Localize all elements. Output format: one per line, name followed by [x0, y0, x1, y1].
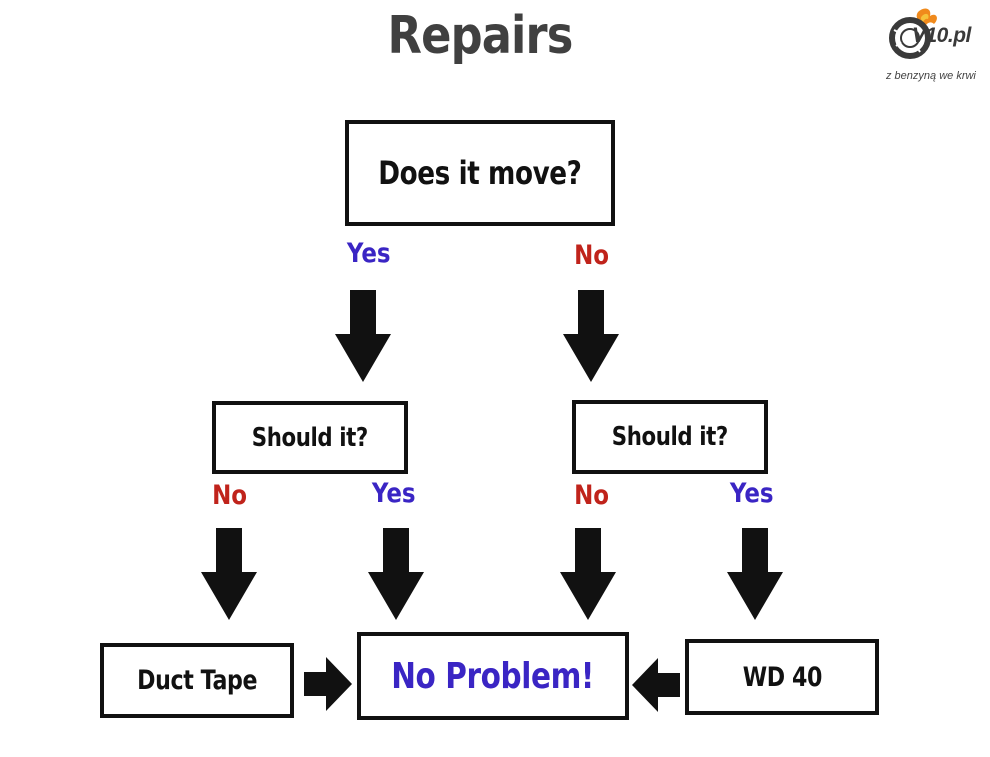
edge-label-left-no: No — [212, 480, 248, 511]
node-does-it-move: Does it move? — [345, 120, 615, 226]
arrow-root-no — [563, 290, 619, 382]
tire-flame-icon — [889, 8, 937, 59]
node-duct-tape: Duct Tape — [100, 643, 294, 718]
edge-label-root-yes: Yes — [346, 238, 391, 269]
arrow-right-no — [560, 528, 616, 620]
node-should-it-left-label: Should it? — [251, 422, 369, 453]
node-wd40-label: WD 40 — [742, 661, 822, 693]
logo-wordmark: V10.pl — [912, 24, 971, 47]
edge-label-right-no: No — [574, 480, 610, 511]
node-should-it-left: Should it? — [212, 401, 408, 474]
node-does-it-move-label: Does it move? — [378, 154, 582, 192]
node-should-it-right: Should it? — [572, 400, 768, 474]
node-should-it-right-label: Should it? — [611, 422, 729, 452]
edge-label-right-yes: Yes — [729, 478, 774, 509]
node-wd40: WD 40 — [685, 639, 879, 715]
arrow-left-yes — [368, 528, 424, 620]
edge-label-root-no: No — [574, 240, 610, 271]
edge-label-left-yes: Yes — [371, 478, 416, 509]
arrow-duct-tape-to-no-problem — [304, 657, 352, 711]
node-no-problem-label: No Problem! — [391, 655, 595, 697]
diagram-title: Repairs — [387, 6, 574, 66]
logo-tagline: z benzyną we krwi — [886, 70, 976, 82]
node-duct-tape-label: Duct Tape — [137, 665, 257, 696]
arrow-wd40-to-no-problem — [632, 658, 680, 712]
arrow-left-no — [201, 528, 257, 620]
arrow-right-yes — [727, 528, 783, 620]
arrow-root-yes — [335, 290, 391, 382]
node-no-problem: No Problem! — [357, 632, 629, 720]
